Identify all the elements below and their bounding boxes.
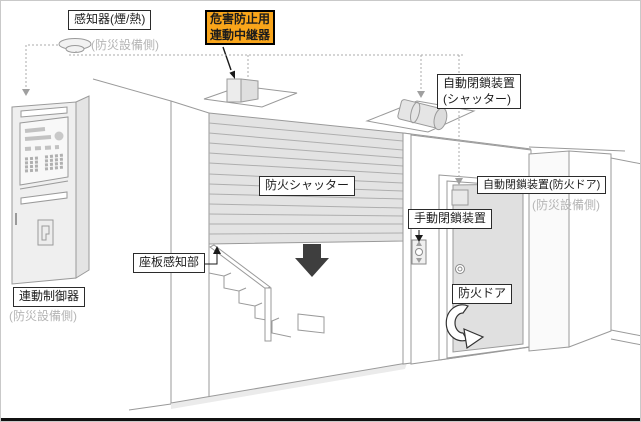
- door-closer-device: [451, 189, 469, 206]
- cabinet-handle: [41, 225, 50, 241]
- floor-edge-line: [170, 362, 408, 404]
- stairs: [208, 272, 292, 338]
- manual-callout-head: [415, 235, 423, 242]
- label-fire-shutter: 防火シャッター: [259, 176, 356, 196]
- label-controller: 連動制御器: [13, 287, 86, 307]
- stair-depth-lines: [223, 272, 280, 322]
- baseboard-lines: [610, 329, 640, 346]
- label-relay: 危害防止用 連動中継器: [205, 10, 276, 46]
- panel-display-bars: [24, 127, 60, 151]
- relay-callout-head: [229, 70, 235, 79]
- panel-keypads: [24, 153, 65, 173]
- shutter-closer-device: [397, 99, 448, 131]
- note-door-closer: (防災設備側): [532, 198, 600, 212]
- ceiling-edge-right: [402, 132, 640, 165]
- seat-sensor-callout-line: [200, 253, 218, 265]
- panel-ledge: [19, 180, 69, 190]
- ceiling-edge-left: [92, 78, 172, 102]
- building-structure: [92, 78, 640, 411]
- relay-callout-line: [222, 46, 232, 71]
- label-seat-sensor: 座板感知部: [133, 253, 206, 273]
- railing-post: [264, 287, 272, 342]
- pillar-side-face: [568, 150, 612, 348]
- note-controller: (防災設備側): [9, 309, 77, 323]
- door-knob-icon: [455, 264, 465, 274]
- interior-platform: [297, 313, 325, 334]
- detector-icon: [58, 38, 92, 53]
- controller-cabinet: [11, 95, 90, 285]
- wire-main-horizontal: [69, 51, 463, 56]
- label-shutter-closer: 自動閉鎖装置 (シャッター): [437, 74, 522, 110]
- label-fire-door: 防火ドア: [452, 284, 513, 304]
- wiring-arrowheads: [22, 89, 463, 185]
- manual-closer-device: [411, 239, 427, 265]
- seat-sensor-callout-head: [213, 246, 221, 254]
- ground-line-left: [128, 403, 172, 411]
- relay-device: [226, 78, 259, 103]
- callout-arrows: [200, 46, 423, 265]
- label-detector: 感知器(煙/熱): [68, 10, 152, 30]
- note-detector: (防災設備側): [91, 38, 159, 52]
- cabinet-slot: [20, 191, 68, 205]
- door-swing-arrow-icon: [445, 304, 485, 350]
- cabinet-handle-plate: [37, 219, 54, 246]
- floor-edge-band: [171, 363, 407, 409]
- cabinet-side: [75, 95, 90, 279]
- down-arrow-icon: [295, 244, 329, 277]
- stair-railing: [209, 244, 271, 290]
- bottom-bar: [1, 418, 640, 421]
- shutter-guide-rail: [402, 132, 412, 365]
- panel-lamp: [54, 131, 64, 141]
- wire-detector-to-controller: [25, 44, 58, 91]
- label-door-closer: 自動閉鎖装置(防火ドア): [477, 176, 607, 195]
- label-manual-closer: 手動閉鎖装置: [408, 209, 493, 229]
- cabinet-top-slot: [20, 106, 68, 118]
